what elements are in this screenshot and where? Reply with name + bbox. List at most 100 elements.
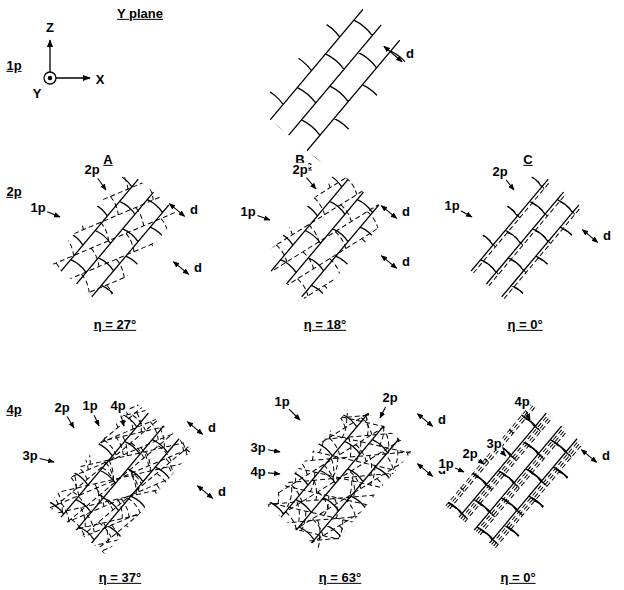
dimension-label: d — [602, 229, 612, 243]
grain-layer — [260, 170, 389, 306]
leader-arrow — [121, 416, 124, 426]
layer-label: 3p — [249, 441, 266, 455]
grain-lattice — [257, 0, 414, 162]
layer-label: 1p — [239, 205, 256, 219]
grain-layer — [445, 401, 591, 554]
grain-layer — [47, 401, 193, 554]
leader-arrow — [98, 178, 106, 190]
layer-label: 1p — [273, 395, 290, 409]
leader-arrow — [268, 473, 280, 474]
grain-layer — [445, 401, 591, 554]
layer-label: 1p — [29, 201, 46, 215]
dimension-arrows — [169, 46, 597, 498]
row-label: 1p — [5, 59, 22, 73]
figure-title: Y plane — [116, 7, 164, 21]
dimension-label: d — [405, 47, 415, 61]
leader-arrow — [506, 180, 514, 190]
grain-lattice — [47, 401, 193, 554]
leader-arrow — [380, 407, 386, 418]
grain-layer — [47, 401, 193, 554]
dimension-arrow — [417, 414, 432, 427]
layer-label: 1p — [437, 457, 454, 471]
leader-arrow — [501, 451, 506, 456]
dimension-arrow — [187, 422, 202, 435]
angle-label: η = 37° — [98, 571, 142, 585]
grain-lattice — [267, 401, 413, 554]
dimension-label: d — [437, 413, 447, 427]
layer-label: 2p — [491, 165, 508, 179]
column-label: A — [102, 153, 113, 167]
dimension-arrow — [384, 46, 402, 61]
grain-layer — [257, 0, 414, 162]
leader-arrow — [257, 215, 270, 220]
dimension-arrow — [197, 486, 212, 499]
dimension-arrow — [582, 230, 597, 243]
layer-label: 1p — [443, 199, 460, 213]
layer-label: 2p — [381, 391, 398, 405]
grain-layer — [260, 170, 389, 306]
grain-layer — [445, 401, 591, 554]
dimension-arrow — [173, 262, 188, 275]
angle-label: η = 63° — [318, 571, 362, 585]
leader-arrow — [526, 411, 530, 420]
grain-layer — [267, 401, 413, 554]
layer-label: 3p — [21, 449, 38, 463]
grain-lattice — [260, 170, 389, 306]
layer-label: 2p — [53, 401, 70, 415]
leader-arrow — [289, 409, 300, 420]
leader-lines — [40, 178, 530, 474]
grain-layer — [267, 401, 413, 554]
leader-arrow — [461, 211, 472, 217]
grain-layer — [460, 170, 589, 306]
layer-label: 4p — [513, 395, 530, 409]
leader-arrow — [40, 458, 54, 462]
dimension-label: d — [189, 203, 199, 217]
layer-label: 1p — [81, 399, 98, 413]
leader-arrow — [94, 415, 99, 426]
leader-arrow — [268, 450, 280, 452]
grain-lattice — [445, 401, 591, 554]
dimension-arrow — [381, 206, 396, 219]
grain-layer — [267, 401, 413, 554]
angle-label: η = 0° — [499, 571, 536, 585]
layer-label: 2p — [83, 163, 100, 177]
grain-layer — [50, 170, 179, 306]
leader-arrow — [67, 417, 74, 428]
grain-layer — [445, 401, 591, 554]
axis-label: Z — [45, 21, 55, 35]
leader-arrow — [478, 460, 484, 464]
axis-label: X — [95, 73, 106, 87]
grain-layer — [460, 170, 589, 306]
layer-label: 3p — [485, 437, 502, 451]
dimension-arrow — [417, 464, 432, 477]
dimension-label: d — [217, 485, 227, 499]
axis-label: Y — [32, 87, 43, 101]
dimension-arrow — [169, 204, 184, 217]
layer-label: 4p — [109, 399, 126, 413]
dimension-label: d — [601, 449, 611, 463]
grain-lattice — [50, 170, 179, 306]
grain-lattice — [460, 170, 589, 306]
leader-arrow — [47, 212, 60, 217]
leader-arrow — [455, 468, 464, 472]
grain-layer — [47, 401, 193, 554]
layer-label: 2p — [461, 447, 478, 461]
layer-label: 4p — [249, 465, 266, 479]
grain-layer — [47, 401, 193, 554]
row-label: 4p — [5, 403, 22, 417]
dimension-label: d — [207, 421, 217, 435]
dimension-label: d — [193, 261, 203, 275]
dimension-arrow — [581, 450, 596, 463]
row-label: 2p — [5, 185, 22, 199]
angle-label: η = 18° — [303, 318, 347, 332]
column-label: C — [522, 153, 533, 167]
leader-arrow — [306, 178, 316, 189]
grain-layer — [50, 170, 179, 306]
layer-label: 2p — [291, 163, 308, 177]
dimension-label: d — [401, 255, 411, 269]
dimension-label: d — [401, 205, 411, 219]
angle-label: η = 0° — [506, 318, 543, 332]
dimension-arrow — [381, 256, 396, 269]
